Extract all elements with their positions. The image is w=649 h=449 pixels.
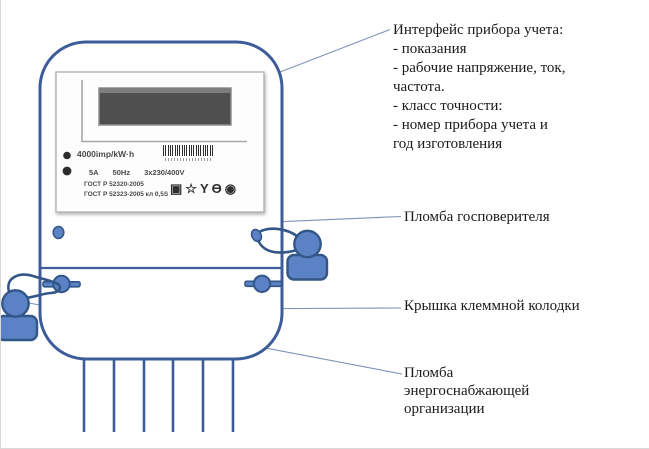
annotation-interface-line: - показания — [393, 41, 467, 57]
annotation-interface-line: частота. — [393, 79, 445, 95]
left-screw-head — [52, 274, 71, 294]
annotation-state-seal: Пломба госповерителя — [404, 209, 550, 225]
seal-head — [1, 289, 30, 318]
state-verifier-seal-mark — [52, 225, 65, 240]
display-bezel — [81, 80, 247, 143]
rated-frequency: 50Hz — [112, 168, 131, 177]
right-screw-head — [252, 274, 272, 293]
annotation-terminal-cover: Крышка клеммной колодки — [404, 298, 580, 314]
annotation-supplier-line: Пломба — [404, 365, 454, 381]
seal-body — [286, 253, 329, 281]
annotation-interface-title: Интерфейс прибора учета: — [393, 22, 564, 38]
serial-barcode — [163, 145, 214, 156]
supplier-lead-seal — [0, 273, 62, 342]
gost-standard-1: ГОСТ Р 52320-2005 — [84, 181, 144, 188]
seal-head — [293, 229, 322, 259]
double-insulation-icon: ▣ — [170, 181, 183, 196]
annotation-interface-line: - рабочие напряжение, ток, — [393, 60, 566, 76]
annotation-interface: Интерфейс прибора учета: - показания - р… — [393, 21, 565, 154]
right-seal-screw — [244, 274, 283, 293]
state-verifier-lead-seal — [250, 227, 329, 281]
certification-circle-icon: ◉ — [224, 181, 237, 196]
rated-voltage: 3x230/400V — [144, 168, 185, 177]
page-border-left — [0, 0, 1, 449]
seal-wire-loop — [7, 273, 62, 300]
annotation-supplier-line: энергоснабжающей — [404, 383, 530, 399]
approval-theta-icon: ϴ — [211, 181, 222, 196]
annotation-interface-line: год изготовления — [393, 136, 503, 152]
seal-body — [0, 314, 39, 342]
meter-constant-label: 4000imp/kW·h — [77, 149, 135, 159]
rostest-star-icon: ☆ — [185, 181, 197, 196]
annotation-interface-line: - класс точности: — [393, 98, 503, 114]
annotation-supplier-seal: Пломба энергоснабжающей организации — [404, 364, 529, 418]
seal-wire-top — [259, 227, 299, 238]
terminal-wires — [82, 358, 235, 432]
ratings-row: 5A 50Hz 3x230/400V — [89, 168, 199, 177]
gost-standard-2: ГОСТ Р 52323-2005 кл 0,5S — [84, 191, 169, 198]
annotation-interface-line: - номер прибора учета и — [393, 117, 548, 133]
leader-line-interface — [265, 28, 391, 79]
serial-barcode-number — [165, 158, 211, 161]
seal-wire-bottom — [257, 239, 299, 254]
left-seal-screw — [42, 274, 81, 294]
rated-current: 5A — [89, 168, 99, 177]
lcd-display — [98, 87, 232, 126]
annotation-supplier-line: организации — [404, 401, 485, 417]
lcd-display-glare — [100, 89, 230, 93]
power-led — [62, 166, 72, 176]
three-phase-icon: Y — [199, 181, 209, 196]
impulse-led — [63, 151, 71, 160]
